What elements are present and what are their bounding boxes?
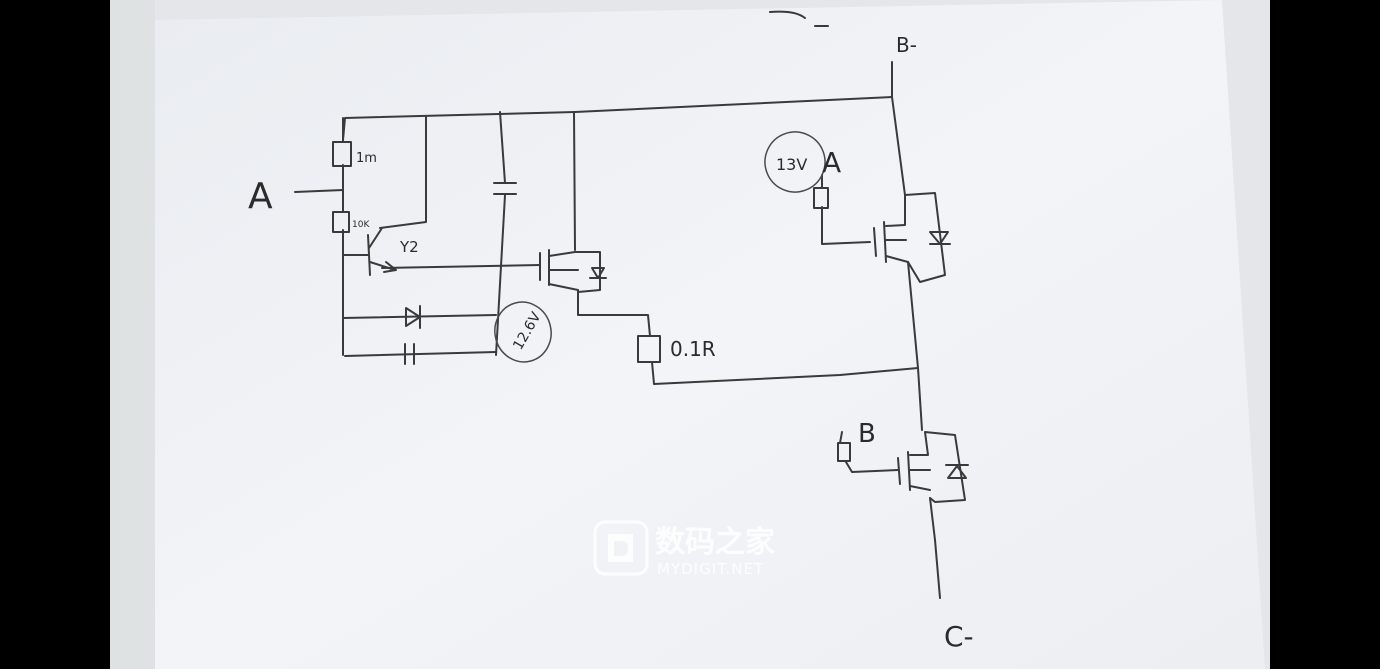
wire bbox=[499, 111, 506, 184]
capacitor-left-loop bbox=[404, 343, 415, 365]
mosfet-a bbox=[873, 192, 951, 283]
watermark-logo-icon bbox=[593, 520, 649, 576]
input-a-wire bbox=[294, 189, 344, 193]
transistor-y2-symbol bbox=[367, 227, 397, 276]
c-minus-wire bbox=[929, 497, 941, 599]
transistor-label: Y2 bbox=[399, 238, 419, 256]
capacitor-top bbox=[493, 182, 517, 195]
emitter-to-gate-wire bbox=[381, 264, 541, 269]
wire bbox=[573, 111, 576, 251]
terminal-c-minus-label: C- bbox=[944, 620, 974, 653]
voltage-13v-label: 13V bbox=[776, 155, 807, 174]
collector-wire bbox=[379, 116, 427, 229]
mosfet-middle bbox=[539, 249, 607, 293]
gate-a-label: A bbox=[822, 146, 841, 179]
resistor-1m bbox=[332, 141, 352, 167]
b-minus-rail bbox=[891, 61, 906, 196]
right-rail-lower bbox=[907, 261, 923, 431]
watermark: 数码之家 MYDIGIT.NET bbox=[593, 520, 775, 578]
resistor-1m-label: 1m bbox=[356, 151, 377, 166]
circle-13v bbox=[764, 131, 826, 193]
wire bbox=[839, 431, 843, 444]
resistor-0-1r bbox=[637, 335, 661, 363]
terminal-b-minus-label: B- bbox=[896, 33, 917, 57]
paper-sheet bbox=[155, 0, 1265, 669]
resistor-10k bbox=[332, 211, 350, 233]
cap-row-wire bbox=[344, 351, 497, 357]
input-a-label: A bbox=[248, 176, 273, 217]
circle-12v6 bbox=[494, 301, 552, 363]
resistor-gate-b bbox=[837, 442, 851, 462]
gate-a-wire bbox=[821, 206, 871, 245]
shunt-return-wire bbox=[651, 361, 919, 385]
gate-b-wire bbox=[845, 461, 899, 473]
circuit-wiring bbox=[294, 61, 941, 599]
pen-stroke-mark bbox=[769, 10, 806, 19]
watermark-url: MYDIGIT.NET bbox=[657, 560, 764, 578]
resistor-gate-a bbox=[813, 187, 829, 209]
mosfet-b bbox=[897, 431, 969, 503]
diode-left-loop bbox=[405, 305, 421, 329]
resistor-01r-label: 0.1R bbox=[670, 337, 716, 361]
source-wire bbox=[577, 289, 651, 337]
wire bbox=[495, 194, 506, 356]
resistor-10k-label: 10K bbox=[352, 220, 370, 230]
gate-b-label: B bbox=[858, 419, 876, 449]
watermark-name: 数码之家 bbox=[655, 525, 775, 560]
table-edge-left bbox=[110, 0, 155, 669]
